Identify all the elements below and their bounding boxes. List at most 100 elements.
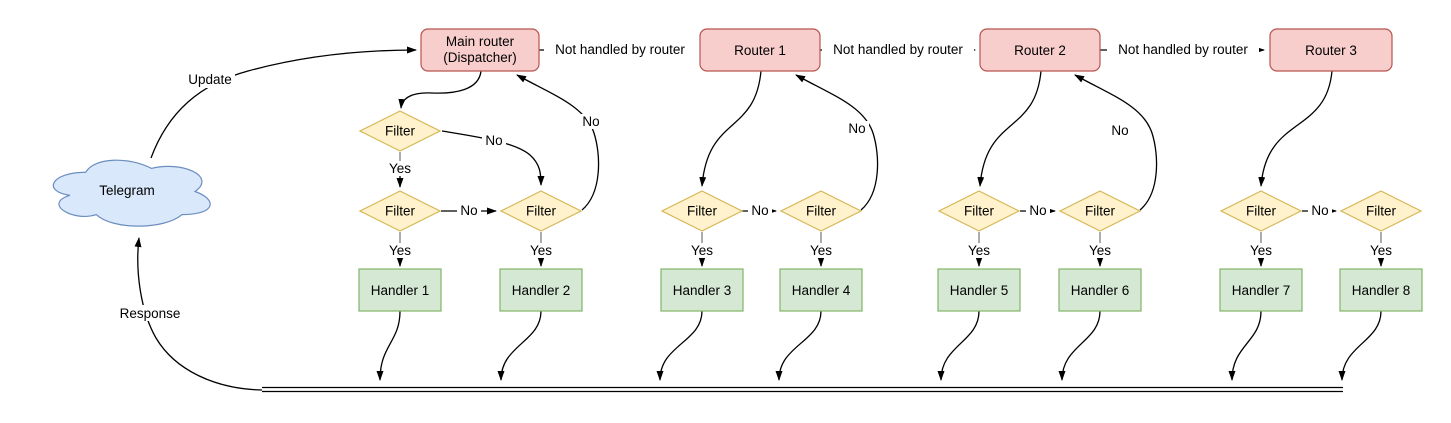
- no-label-pair-1: No: [751, 203, 768, 218]
- filter-label-3: Filter: [687, 204, 718, 219]
- handler-4-box: [779, 268, 863, 312]
- handler-3-label: Handler 3: [673, 283, 732, 298]
- yes-label-6-bg: [1086, 243, 1114, 258]
- handler-5-label: Handler 5: [950, 283, 1009, 298]
- filter-diamond-5: [937, 190, 1021, 232]
- yes-label-3-bg: [688, 243, 716, 258]
- yes-label-4: Yes: [810, 243, 832, 258]
- main-router-box: [420, 28, 540, 72]
- return-no-edge-router1: [795, 74, 879, 211]
- update-label-bg: [185, 71, 235, 88]
- edges-group: [134, 46, 1385, 393]
- no-label-return-1-bg: [845, 121, 869, 136]
- yes-label-7-bg: [1247, 243, 1275, 258]
- router-3-label: Router 3: [1305, 43, 1357, 58]
- handler6-bus-edge: [1058, 310, 1101, 381]
- no-label-return-2-bg: [1108, 123, 1132, 138]
- no-label-pair-3: No: [1311, 203, 1328, 218]
- no-label-topfilter: No: [485, 133, 502, 148]
- no-label-return-d: No: [582, 114, 599, 129]
- not-handled-label-3: Not handled by router: [1118, 42, 1248, 57]
- filter-label-2: Filter: [526, 204, 557, 219]
- yes-label-8: Yes: [1370, 243, 1392, 258]
- main-router-label-line2: (Dispatcher): [443, 50, 517, 65]
- handler-5-box: [937, 268, 1021, 312]
- telegram-cloud-label: Telegram: [99, 183, 155, 198]
- handler5-bus-edge: [937, 310, 980, 381]
- yes-label-2: Yes: [530, 243, 552, 258]
- filter-label-7: Filter: [1246, 204, 1277, 219]
- router3-to-filter-edge: [1258, 70, 1333, 187]
- handler3-bus-edge: [656, 310, 703, 381]
- no-label-pair-d: No: [460, 203, 477, 218]
- no-label-return-2: No: [1111, 123, 1128, 138]
- filter-top-no-edge: [441, 130, 545, 186]
- handler-4-label: Handler 4: [792, 283, 851, 298]
- yes-label-4-bg: [807, 243, 835, 258]
- filter-label-1: Filter: [385, 204, 416, 219]
- no-label-return-1: No: [848, 121, 865, 136]
- router-3-box: [1269, 28, 1393, 72]
- yes-label-5: Yes: [968, 243, 990, 258]
- handler-6-box: [1058, 268, 1142, 312]
- handler-6-label: Handler 6: [1071, 283, 1130, 298]
- yes-label-2-bg: [527, 243, 555, 258]
- router-2-label: Router 2: [1014, 43, 1066, 58]
- return-no-edge-dispatcher: [516, 74, 600, 211]
- not-handled-label-1-bg: [544, 42, 696, 58]
- response-label-bg: [117, 305, 183, 321]
- yes-label-5-bg: [965, 243, 993, 258]
- response-edge: [134, 237, 263, 391]
- router-2-box: [979, 28, 1101, 72]
- yes-label-3: Yes: [691, 243, 713, 258]
- handler4-bus-edge: [775, 310, 822, 381]
- handler-1-box: [358, 268, 442, 312]
- filter-diamond-1: [358, 190, 442, 232]
- telegram-cloud: [52, 159, 211, 227]
- response-label: Response: [120, 306, 181, 321]
- filter-label-dispatcher-top: Filter: [385, 124, 416, 139]
- filter-label-6: Filter: [1085, 204, 1116, 219]
- yes-label-8-bg: [1367, 243, 1395, 258]
- handler-7-box: [1219, 268, 1303, 312]
- handler-3-box: [660, 268, 744, 312]
- yes-label-top: Yes: [389, 161, 411, 176]
- return-no-edge-router2: [1074, 74, 1158, 211]
- update-label: Update: [188, 72, 232, 87]
- filter-diamond-4: [779, 190, 863, 232]
- router-1-label: Router 1: [734, 43, 786, 58]
- yes-label-1-bg: [386, 243, 414, 258]
- filter-diamond-2: [499, 190, 583, 232]
- filter-diamond-dispatcher-top: [358, 110, 442, 152]
- filter-diamond-3: [660, 190, 744, 232]
- filter-diamond-8: [1339, 190, 1423, 232]
- main-router-label-line1: Main router: [446, 34, 515, 49]
- not-handled-label-3-bg: [1107, 42, 1259, 58]
- yes-label-1: Yes: [389, 243, 411, 258]
- handler-8-label: Handler 8: [1352, 283, 1411, 298]
- filter-label-5: Filter: [964, 204, 995, 219]
- filter-diamond-7: [1219, 190, 1303, 232]
- no-label-pair-2-bg: [1026, 203, 1050, 218]
- filter-diamond-6: [1058, 190, 1142, 232]
- no-label-pair-2: No: [1029, 203, 1046, 218]
- no-label-pair-1-bg: [748, 203, 772, 218]
- filter-label-4: Filter: [806, 204, 837, 219]
- router-1-box: [699, 28, 821, 72]
- handler-8-box: [1339, 268, 1423, 312]
- not-handled-label-2-bg: [822, 42, 974, 58]
- yes-label-top-bg: [386, 161, 414, 176]
- handler-7-label: Handler 7: [1232, 283, 1291, 298]
- router1-to-filter-edge: [699, 70, 762, 187]
- no-label-pair-d-bg: [457, 203, 481, 218]
- handler8-bus-edge: [1338, 310, 1382, 381]
- handler-2-box: [499, 268, 583, 312]
- filter-label-8: Filter: [1366, 204, 1397, 219]
- no-label-return-d-bg: [579, 114, 603, 129]
- router2-to-filter-edge: [977, 70, 1042, 187]
- handler-2-label: Handler 2: [512, 283, 571, 298]
- yes-label-7: Yes: [1250, 243, 1272, 258]
- handler7-bus-edge: [1228, 310, 1262, 381]
